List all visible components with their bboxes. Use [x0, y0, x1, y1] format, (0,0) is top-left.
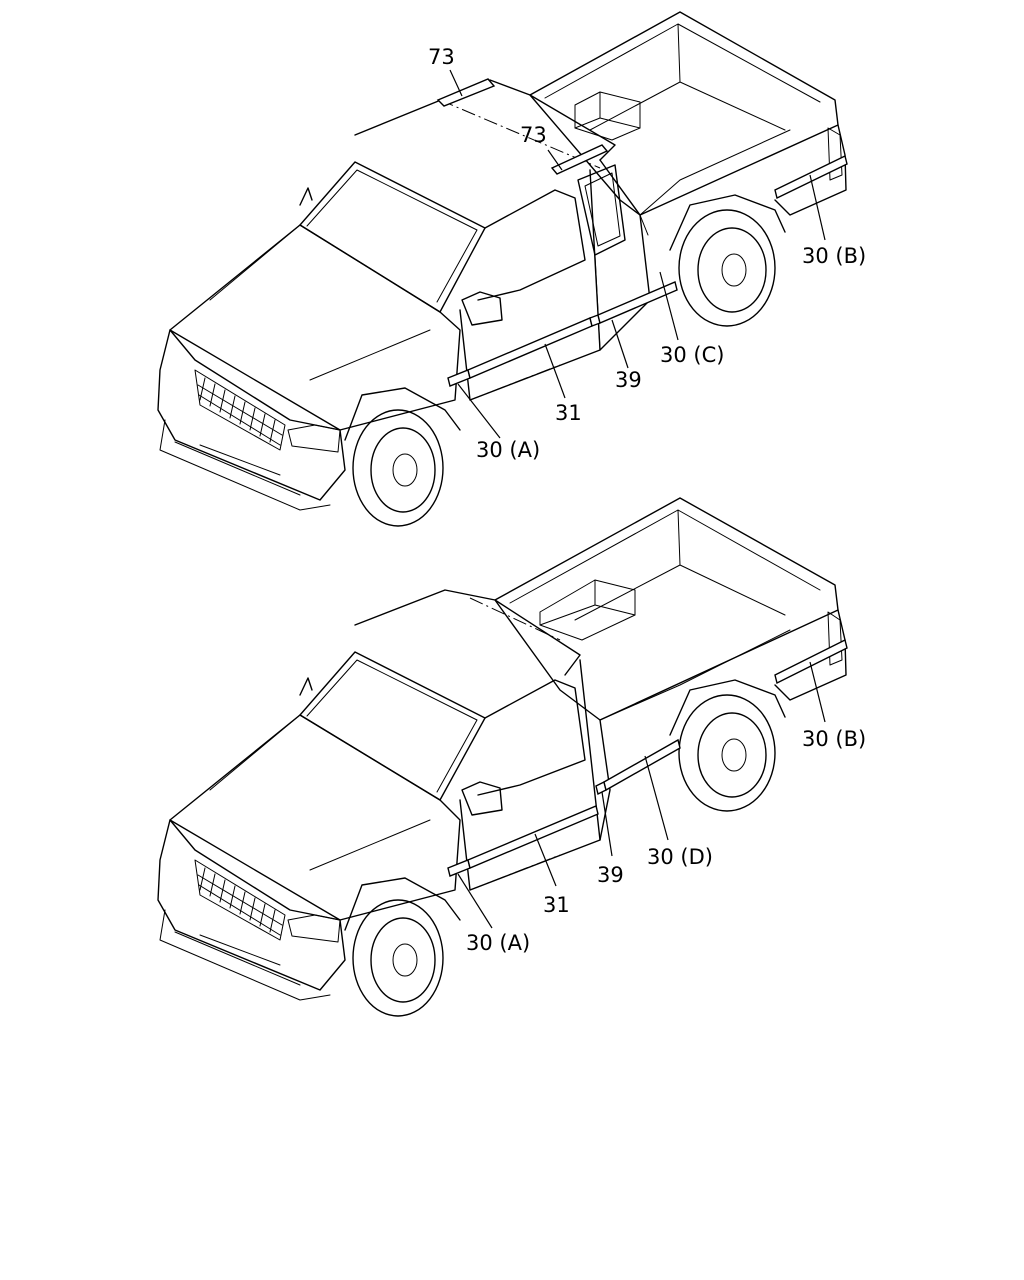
roof-trim-rear — [550, 144, 609, 175]
rear-wheel — [669, 679, 786, 812]
label-39-top: 39 — [615, 368, 642, 392]
label-30a-bottom: 30 (A) — [466, 931, 530, 955]
rear-wheel — [669, 194, 786, 327]
molding-30c — [597, 281, 678, 324]
molding-30a — [447, 369, 471, 387]
label-30d: 30 (D) — [647, 845, 713, 869]
molding-30a — [447, 859, 471, 877]
molding-31 — [467, 317, 593, 379]
molding-30d — [603, 738, 681, 792]
label-30b-bottom: 30 (B) — [802, 727, 866, 751]
label-30b-top: 30 (B) — [802, 244, 866, 268]
label-31-top: 31 — [555, 401, 582, 425]
molding-30b — [774, 638, 848, 685]
roof-trim-front — [436, 78, 496, 107]
truck-regular-cab: 30 (A) 31 39 30 (D) 30 (B) — [157, 497, 866, 1017]
label-30a-top: 30 (A) — [476, 438, 540, 462]
front-wheel — [344, 387, 461, 527]
front-wheel — [344, 877, 461, 1017]
label-73-rear: 73 — [520, 123, 547, 147]
molding-31 — [467, 805, 599, 869]
label-73-front: 73 — [428, 45, 455, 69]
truck-extended-cab: 73 73 30 (A) 31 39 30 (C) 30 (B) — [157, 11, 866, 527]
label-31-bottom: 31 — [543, 893, 570, 917]
label-39-bottom: 39 — [597, 863, 624, 887]
label-30c: 30 (C) — [660, 343, 724, 367]
